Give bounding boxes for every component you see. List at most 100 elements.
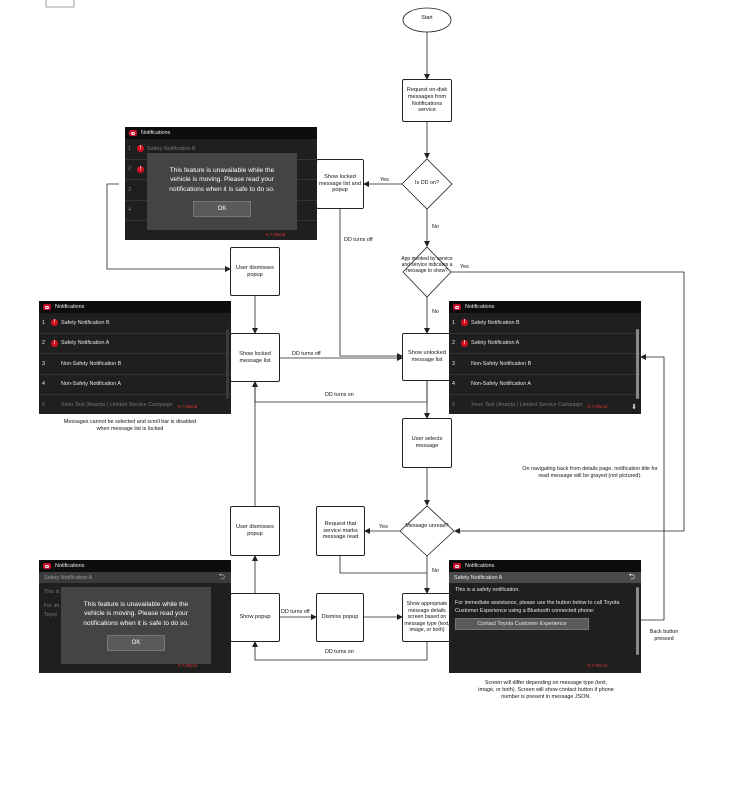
version-label: 0.7.0local bbox=[177, 404, 197, 409]
header-title: Notifications bbox=[55, 563, 85, 569]
back-arrow-icon[interactable]: ⮌ bbox=[628, 571, 635, 581]
popup-ok-button[interactable]: OK bbox=[107, 634, 165, 651]
header-title: Notifications bbox=[141, 130, 171, 136]
popup-ok-button[interactable]: OK bbox=[193, 200, 251, 217]
screen-locked-list: Notifications 1!Safety Notification B 2!… bbox=[39, 301, 231, 414]
screen-header: Notifications bbox=[449, 301, 641, 313]
show-unlocked-list-box: Show unlocked message list bbox=[402, 333, 452, 381]
back-arrow-icon[interactable]: ⮌ bbox=[218, 571, 225, 581]
start-node: Start bbox=[421, 15, 433, 21]
note-navigating-back: On navigating back from details page, no… bbox=[522, 466, 658, 479]
scrollbar[interactable] bbox=[636, 587, 639, 655]
popup-message: This feature is unavailable while the ve… bbox=[169, 167, 275, 193]
show-popup-box: Show popup bbox=[230, 593, 280, 642]
detail-title-bar: Safety Notification A ⮌ bbox=[39, 572, 231, 583]
list-item[interactable]: 2!Safety Notification A bbox=[449, 334, 641, 354]
item-number: 3 bbox=[42, 360, 45, 367]
detail-body-line: For immediate assistance, please use the… bbox=[455, 599, 620, 614]
item-number: 4 bbox=[452, 381, 455, 388]
detail-bg-line: For im bbox=[44, 602, 60, 609]
item-title: Non-Safety Notification B bbox=[61, 360, 122, 367]
list-item: 4 Non-Safety Notification A bbox=[39, 375, 231, 395]
edge-label-back-button: Back button pressed bbox=[649, 629, 679, 642]
note-details-screen: Screen will differ depending on message … bbox=[478, 680, 614, 700]
item-title: Xevo Test (Ananta ) Limited Service Camp… bbox=[61, 401, 173, 408]
item-title: Non-Safety Notification B bbox=[471, 360, 532, 367]
edge-label-yes-invoked: Yes bbox=[460, 264, 469, 270]
edge-label-yes-unread: Yes bbox=[379, 524, 388, 530]
version-label: 0.7.0local bbox=[177, 663, 197, 668]
scrollbar-disabled bbox=[226, 329, 229, 399]
dismiss-popup-box: Dismiss popup bbox=[316, 593, 364, 642]
screen-detail-popup: Notifications Safety Notification A ⮌ Th… bbox=[39, 560, 231, 673]
screen-locked-popup: Notifications 1!Safety Notification B 2!… bbox=[125, 127, 317, 240]
show-locked-popup-box: Show locked message list and popup bbox=[316, 159, 364, 209]
screen-header: Notifications bbox=[39, 301, 231, 313]
toyota-logo-icon bbox=[453, 563, 461, 569]
toyota-logo-icon bbox=[453, 304, 461, 310]
alert-icon: ! bbox=[137, 165, 144, 173]
list-item[interactable]: 5 Xevo Test (Ananta ) Limited Service Cam… bbox=[449, 395, 641, 414]
detail-bg-line: This is bbox=[44, 589, 60, 595]
item-title: Safety Notification B bbox=[61, 319, 110, 326]
edge-label-no-unread: No bbox=[432, 568, 439, 574]
is-dd-on-decision: Is DD on? bbox=[415, 180, 439, 186]
note-locked-list: Messages cannot be selected and scroll b… bbox=[63, 419, 197, 432]
header-title: Notifications bbox=[55, 304, 85, 310]
alert-icon: ! bbox=[51, 339, 58, 347]
item-title: Non-Safety Notification A bbox=[471, 381, 531, 388]
item-number: 2 bbox=[452, 340, 455, 347]
item-number: 1 bbox=[42, 319, 45, 326]
list-item: 2!Safety Notification A bbox=[39, 334, 231, 354]
edge-label-yes-dd: Yes bbox=[380, 177, 389, 183]
item-title: Non-Safety Notification A bbox=[61, 381, 121, 388]
list-item: 1!Safety Notification B bbox=[39, 313, 231, 334]
driving-popup: This feature is unavailable while the ve… bbox=[61, 587, 211, 664]
edge-label-dd-off-c: DD turns off bbox=[281, 609, 310, 615]
screen-header: Notifications bbox=[449, 560, 641, 572]
screen-header: Notifications bbox=[125, 127, 317, 139]
request-messages-box: Request on-disk messages from Notificati… bbox=[402, 79, 452, 122]
show-details-box: Show appropriate message details screen … bbox=[402, 593, 452, 642]
header-title: Notifications bbox=[465, 563, 495, 569]
show-locked-list-box: Show locked message list bbox=[230, 333, 280, 382]
toyota-logo-icon bbox=[43, 563, 51, 569]
detail-title: Safety Notification A bbox=[44, 574, 93, 581]
screen-detail: Notifications Safety Notification A ⮌ Th… bbox=[449, 560, 641, 673]
detail-body: This is a safety notification. For immed… bbox=[449, 583, 629, 634]
item-number: 1 bbox=[452, 319, 455, 326]
screen-unlocked-list: Notifications 1!Safety Notification B 2!… bbox=[449, 301, 641, 414]
item-number: 2 bbox=[42, 340, 45, 347]
edge-label-dd-on-a: DD turns on bbox=[325, 392, 354, 398]
item-number: 5 bbox=[452, 401, 455, 408]
toyota-logo-icon bbox=[43, 304, 51, 310]
scrollbar[interactable] bbox=[636, 329, 639, 399]
list-item[interactable]: 4 Non-Safety Notification A bbox=[449, 375, 641, 395]
message-unread-decision: Message unread? bbox=[405, 523, 449, 529]
alert-icon: ! bbox=[137, 145, 144, 153]
version-label: 0.7.0local bbox=[587, 404, 607, 409]
item-number: 4 bbox=[42, 381, 45, 388]
detail-body-line: This is a safety notification. bbox=[455, 587, 520, 593]
item-title: Safety Notification B bbox=[147, 145, 196, 152]
detail-title-bar: Safety Notification A ⮌ bbox=[449, 572, 641, 583]
alert-icon: ! bbox=[51, 319, 58, 327]
item-title: Safety Notification A bbox=[61, 340, 110, 347]
version-label: 0.7.0local bbox=[587, 663, 607, 668]
edge-label-no-dd: No bbox=[432, 224, 439, 230]
list-item[interactable]: 1!Safety Notification B bbox=[449, 313, 641, 334]
contact-button[interactable]: Contact Toyota Customer Experience bbox=[455, 618, 589, 631]
alert-icon: ! bbox=[461, 319, 468, 327]
item-title: Xevo Test (Ananta ) Limited Service Camp… bbox=[471, 401, 583, 408]
app-invoked-decision: App invoked by service and service indic… bbox=[401, 256, 453, 274]
item-title: Safety Notification A bbox=[471, 340, 520, 347]
detail-bg-line: Toyot bbox=[44, 612, 57, 619]
user-selects-box: User selects message bbox=[402, 418, 452, 468]
request-mark-read-box: Request that service marks message read bbox=[316, 506, 365, 556]
popup-message: This feature is unavailable while the ve… bbox=[83, 601, 189, 627]
item-number: 5 bbox=[42, 401, 45, 408]
scroll-down-icon[interactable]: ⬇ bbox=[631, 404, 637, 411]
